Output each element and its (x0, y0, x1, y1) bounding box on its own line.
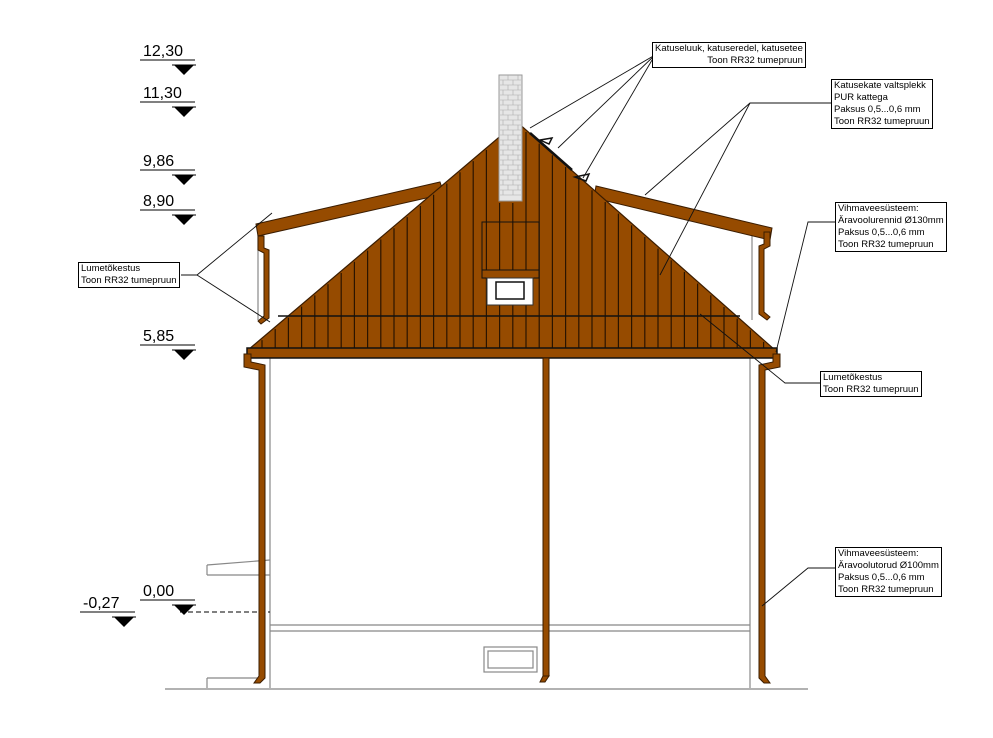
basement-window (483, 646, 538, 673)
roof-ladder (529, 132, 573, 171)
level-label: 11,30 (143, 85, 182, 102)
note-line: Vihmaveesüsteem: (838, 548, 919, 559)
level-marker: 11,30 (140, 85, 196, 117)
downpipes (243, 231, 781, 684)
level-label: 5,85 (143, 328, 174, 345)
level-label: 8,90 (143, 193, 174, 210)
note-line: Lumetõkestus (81, 263, 141, 274)
level-label: -0,27 (83, 595, 120, 612)
note-line: Paksus 0,5...0,6 mm (838, 227, 925, 238)
note-line: Toon RR32 tumepruun (838, 239, 934, 250)
level-markers: 12,30 11,30 9,86 8,90 5,85 0,00 -0,27 (80, 43, 196, 627)
note-line: Toon RR32 tumepruun (838, 584, 934, 595)
level-triangle-icon (174, 350, 194, 360)
level-label: 12,30 (143, 43, 183, 60)
note-line: Katusekate valtsplekk (834, 80, 926, 91)
level-marker: 5,85 (140, 328, 196, 360)
note-gutters: Vihmaveesüsteem: Äravoolurennid Ø130mm P… (835, 202, 947, 252)
note-line: Vihmaveesüsteem: (838, 203, 919, 214)
note-line: Äravoolutorud Ø100mm (838, 560, 939, 571)
note-line: Paksus 0,5...0,6 mm (838, 572, 925, 583)
level-triangle-icon (174, 215, 194, 225)
note-line: Toon RR32 tumepruun (823, 384, 919, 395)
level-marker: 8,90 (140, 193, 196, 225)
note-snowguard-left: Lumetõkestus Toon RR32 tumepruun (78, 262, 180, 288)
note-roofing: Katusekate valtsplekk PUR kattega Paksus… (831, 79, 933, 129)
level-marker: 9,86 (140, 153, 196, 185)
level-triangle-icon (174, 605, 194, 615)
level-label: 0,00 (143, 583, 174, 600)
walls (206, 232, 753, 688)
chimney-bricks (500, 75, 521, 196)
note-line: Äravoolurennid Ø130mm (838, 215, 944, 226)
level-triangle-icon (174, 107, 194, 117)
eave-fascia (246, 347, 778, 359)
note-line: Toon RR32 tumepruun (707, 55, 803, 66)
leader-lines (181, 54, 835, 607)
note-roof-hatch: Katuseluuk, katuseredel, katusetee Toon … (652, 42, 806, 68)
note-line: Toon RR32 tumepruun (834, 116, 930, 127)
note-line: Paksus 0,5...0,6 mm (834, 104, 921, 115)
note-line: Lumetõkestus (823, 372, 883, 383)
level-marker: 12,30 (140, 43, 196, 75)
level-label: 9,86 (143, 153, 174, 170)
note-line: Katuseluuk, katuseredel, katusetee (655, 43, 803, 54)
note-line: PUR kattega (834, 92, 888, 103)
level-marker: -0,27 (80, 595, 136, 627)
level-marker: 0,00 (140, 583, 196, 615)
note-snowguard-right: Lumetõkestus Toon RR32 tumepruun (820, 371, 922, 397)
level-triangle-icon (174, 65, 194, 75)
chimney (498, 74, 523, 202)
note-line: Toon RR32 tumepruun (81, 275, 177, 286)
level-triangle-icon (114, 617, 134, 627)
note-downpipes: Vihmaveesüsteem: Äravoolutorud Ø100mm Pa… (835, 547, 942, 597)
level-triangle-icon (174, 175, 194, 185)
